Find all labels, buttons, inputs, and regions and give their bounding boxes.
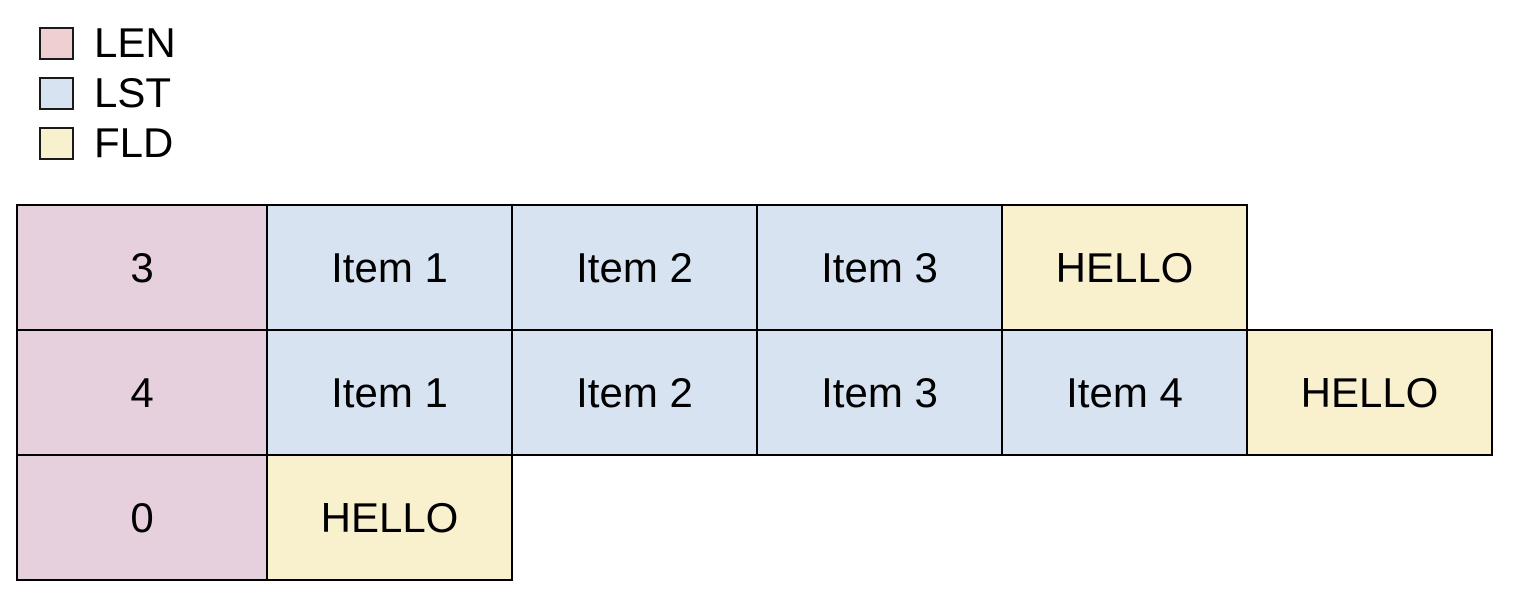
lst-color-swatch [39, 76, 74, 110]
diagram-cell-fld: HELLO [1246, 329, 1493, 456]
legend-label-lst: LST [94, 69, 172, 116]
diagram-cell-lst: Item 3 [756, 204, 1003, 331]
legend-item-len: LEN [39, 19, 176, 66]
len-color-swatch [39, 26, 74, 60]
legend-item-lst: LST [39, 69, 176, 116]
diagram-cell-lst: Item 2 [511, 329, 758, 456]
diagram-cell-lst: Item 3 [756, 329, 1003, 456]
diagram-cell-fld: HELLO [1001, 204, 1248, 331]
diagram-cell-lst: Item 1 [266, 329, 513, 456]
diagram-cell-lst: Item 4 [1001, 329, 1248, 456]
diagram-cell-fld: HELLO [266, 454, 513, 581]
legend: LEN LST FLD [39, 19, 176, 166]
legend-item-fld: FLD [39, 119, 176, 166]
legend-label-fld: FLD [94, 119, 174, 166]
diagram-cell-lst: Item 1 [266, 204, 513, 331]
diagram-cell-lst: Item 2 [511, 204, 758, 331]
legend-label-len: LEN [94, 19, 176, 66]
diagram-cell-len: 3 [16, 204, 268, 331]
fld-color-swatch [39, 126, 74, 160]
diagram-cell-len: 0 [16, 454, 268, 581]
diagram-cell-len: 4 [16, 329, 268, 456]
